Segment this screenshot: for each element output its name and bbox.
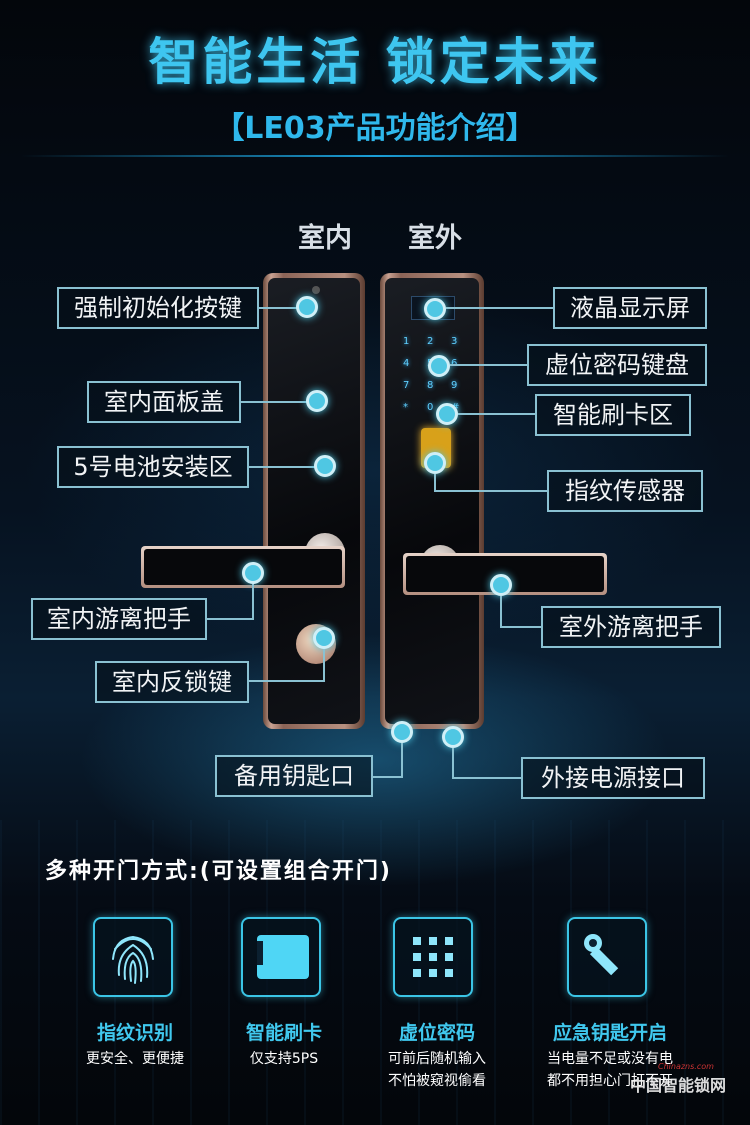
keypad-key: 9: [451, 380, 458, 391]
connector-line: [241, 401, 307, 403]
connector-line: [249, 466, 315, 468]
callout-outdoor-handle: 室外游离把手: [541, 606, 721, 648]
connector-line: [401, 743, 403, 777]
callout-card: 智能刷卡区: [535, 394, 691, 436]
keypad-key: 0: [427, 402, 434, 413]
method-desc-card: 仅支持5PS: [249, 1051, 319, 1067]
callout-keypad: 虚位密码键盘: [527, 344, 707, 386]
method-desc-key-2: 都不用担心门打不开: [547, 1073, 673, 1089]
key-icon: [567, 917, 647, 997]
keypad-key: 1: [403, 336, 410, 347]
callout-dot: [391, 721, 413, 743]
callout-indoor-cover: 室内面板盖: [87, 381, 241, 423]
connector-line: [500, 626, 542, 628]
watermark: 中国智能锁网: [630, 1076, 727, 1095]
indoor-label: 室内: [298, 223, 352, 254]
connector-line: [452, 777, 522, 779]
callout-dot: [296, 296, 318, 318]
method-desc-password-2: 不怕被窥视偷看: [388, 1073, 486, 1089]
fingerprint-icon: [93, 917, 173, 997]
connector-line: [458, 413, 536, 415]
callout-dot: [424, 452, 446, 474]
callout-dot: [442, 726, 464, 748]
connector-line: [450, 364, 528, 366]
method-title-password: 虚位密码: [398, 1022, 475, 1044]
keypad-key: 2: [427, 336, 434, 347]
indoor-panel-face: [268, 278, 360, 724]
callout-backup-key: 备用钥匙口: [215, 755, 373, 797]
keypad-icon: [393, 917, 473, 997]
method-desc-password-1: 可前后随机输入: [388, 1051, 486, 1067]
connector-line: [434, 490, 548, 492]
method-desc-key-1: 当电量不足或没有电: [547, 1051, 673, 1067]
callout-dot: [436, 403, 458, 425]
keypad-key: 4: [403, 358, 410, 369]
method-title-card: 智能刷卡: [245, 1022, 322, 1044]
callout-lcd: 液晶显示屏: [553, 287, 707, 329]
connector-line: [252, 584, 254, 620]
card-icon: [241, 917, 321, 997]
connector-line: [259, 307, 297, 309]
reset-hole: [312, 286, 320, 294]
keypad-key: 8: [427, 380, 434, 391]
callout-fingerprint: 指纹传感器: [547, 470, 703, 512]
callout-indoor-handle: 室内游离把手: [31, 598, 207, 640]
title-divider: [20, 155, 730, 157]
connector-line: [323, 649, 325, 682]
callout-dot: [306, 390, 328, 412]
card-stripe: [257, 941, 263, 965]
callout-power: 外接电源接口: [521, 757, 705, 799]
connector-line: [372, 776, 403, 778]
connector-line: [434, 474, 436, 491]
connector-line: [452, 748, 454, 778]
callout-dot: [313, 627, 335, 649]
watermark-url: Chinazns.com: [658, 1062, 714, 1071]
callout-dot: [424, 298, 446, 320]
indoor-panel: [263, 273, 365, 729]
outdoor-panel: 1 2 3 4 5 6 7 8 9 * 0 #: [380, 273, 484, 729]
callout-dot: [314, 455, 336, 477]
outdoor-label: 室外: [408, 223, 462, 254]
keypad-key: *: [403, 402, 408, 413]
methods-heading: 多种开门方式:(可设置组合开门): [45, 859, 392, 884]
card-shape: [257, 935, 309, 979]
callout-indoor-lock: 室内反锁键: [95, 661, 249, 703]
method-title-fingerprint: 指纹识别: [96, 1022, 173, 1044]
page-title: 智能生活 锁定未来: [148, 33, 602, 91]
connector-line: [446, 307, 554, 309]
callout-dot: [242, 562, 264, 584]
keypad-key: 6: [451, 358, 457, 369]
connector-line: [500, 596, 502, 626]
connector-line: [206, 618, 254, 620]
callout-dot: [428, 355, 450, 377]
keypad-key: 7: [403, 380, 410, 391]
method-desc-fingerprint: 更安全、更便捷: [86, 1051, 184, 1067]
callout-battery: 5号电池安装区: [57, 446, 249, 488]
callout-reset-button: 强制初始化按键: [57, 287, 259, 329]
page-subtitle: 【LE03产品功能介绍】: [214, 111, 536, 146]
callout-dot: [490, 574, 512, 596]
connector-line: [248, 680, 325, 682]
method-title-key: 应急钥匙开启: [552, 1022, 667, 1044]
keypad-key: 3: [451, 336, 458, 347]
outdoor-panel-face: 1 2 3 4 5 6 7 8 9 * 0 #: [385, 278, 479, 724]
